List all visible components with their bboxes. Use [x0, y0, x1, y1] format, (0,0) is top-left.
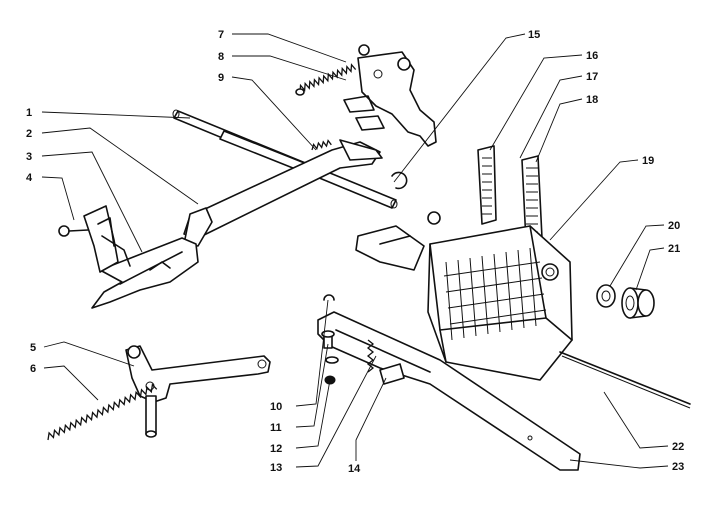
callout-23: 23 [672, 461, 684, 473]
part-14-spring [366, 339, 375, 373]
callout-21: 21 [668, 243, 680, 255]
callout-9: 9 [218, 72, 224, 84]
part-15-clip [391, 171, 408, 190]
part-11-screw [321, 330, 335, 349]
callout-14: 14 [348, 463, 361, 475]
callout-18: 18 [586, 94, 598, 106]
part-6-spring [47, 383, 158, 441]
part-9-small-spring [311, 139, 332, 151]
part-13-washer [325, 356, 339, 364]
callout-10: 10 [270, 401, 282, 413]
part-3-bracket [91, 237, 199, 309]
callout-22: 22 [672, 441, 684, 453]
callout-1: 1 [26, 107, 32, 119]
callout-11: 11 [270, 422, 282, 434]
callout-19: 19 [642, 155, 654, 167]
callout-8: 8 [218, 51, 224, 63]
leader-lines [41, 33, 669, 469]
callout-15: 15 [528, 29, 540, 41]
part-16-comb-plate [477, 145, 497, 225]
callout-12: 12 [270, 443, 282, 455]
part-7-actuator [343, 44, 437, 147]
part-19-cage-assembly [355, 211, 573, 381]
part-4-clip-bracket [58, 205, 131, 273]
part-20-washer [596, 284, 616, 308]
callout-6: 6 [30, 363, 36, 375]
callout-5: 5 [30, 342, 36, 354]
callout-2: 2 [26, 128, 32, 140]
part-8-spring [295, 63, 357, 96]
part-5-lever-plate [125, 345, 271, 438]
part-22-wire [559, 351, 691, 409]
callout-7: 7 [218, 29, 224, 41]
callout-labels: 1 2 3 4 5 6 7 8 9 10 11 12 13 14 15 16 1… [26, 29, 684, 475]
callout-17: 17 [586, 71, 598, 83]
part-21-bushing [621, 287, 655, 319]
part-2-lever [183, 139, 383, 247]
callout-3: 3 [26, 151, 32, 163]
part-10-clip [323, 294, 335, 301]
callout-13: 13 [270, 462, 282, 474]
callout-20: 20 [668, 220, 680, 232]
callout-16: 16 [586, 50, 598, 62]
callout-4: 4 [26, 172, 33, 184]
